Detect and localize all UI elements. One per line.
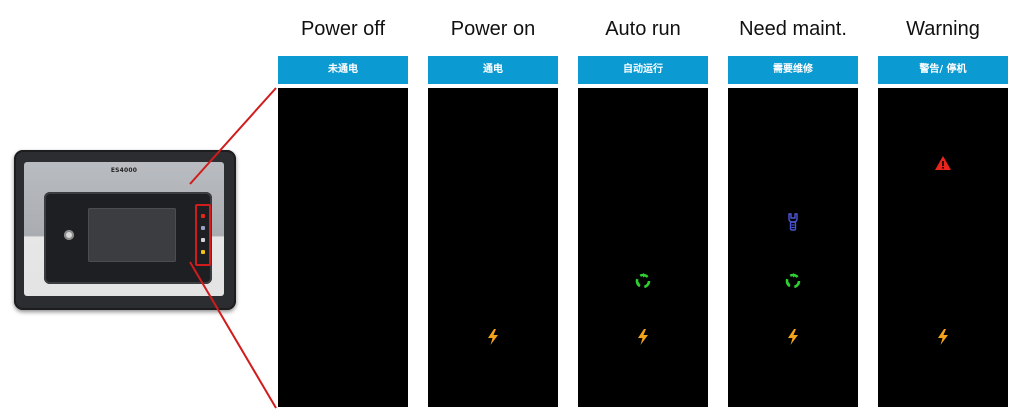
- auto-run-icon: [784, 272, 802, 290]
- indicator-panel: [878, 88, 1008, 407]
- warning-icon: [934, 154, 952, 172]
- column-title: Need maint.: [739, 18, 847, 40]
- column-header: 未通电: [278, 56, 408, 84]
- indicator-panel: [278, 88, 408, 407]
- indicator-panel: [428, 88, 558, 407]
- column-header: 需要维修: [728, 56, 858, 84]
- column-header: 自动运行: [578, 56, 708, 84]
- column-title: Power on: [450, 18, 536, 40]
- auto-run-icon: [634, 272, 652, 290]
- device-led-maintenance: [201, 226, 205, 230]
- column-header: 通电: [428, 56, 558, 84]
- device-led-auto-run: [201, 238, 205, 242]
- indicator-panel: [728, 88, 858, 407]
- indicator-panel: [578, 88, 708, 407]
- power-icon: [634, 328, 652, 346]
- device-faceplate: ES4000: [24, 162, 224, 296]
- device-led-warning: [201, 214, 205, 218]
- column-title: Power off: [300, 18, 386, 40]
- power-icon: [934, 328, 952, 346]
- device-led-strip: [195, 204, 211, 266]
- column-header: 警告/ 停机: [878, 56, 1008, 84]
- controller-device: ES4000: [14, 150, 236, 310]
- column-title: Warning: [906, 18, 980, 40]
- device-control-panel: [44, 192, 212, 284]
- maintenance-icon: [784, 213, 802, 231]
- power-icon: [784, 328, 802, 346]
- device-led-power: [201, 250, 205, 254]
- device-display: [88, 208, 176, 262]
- power-icon: [484, 328, 502, 346]
- device-brand-label: ES4000: [110, 167, 138, 174]
- column-title: Auto run: [605, 18, 681, 40]
- device-power-button: [64, 230, 74, 240]
